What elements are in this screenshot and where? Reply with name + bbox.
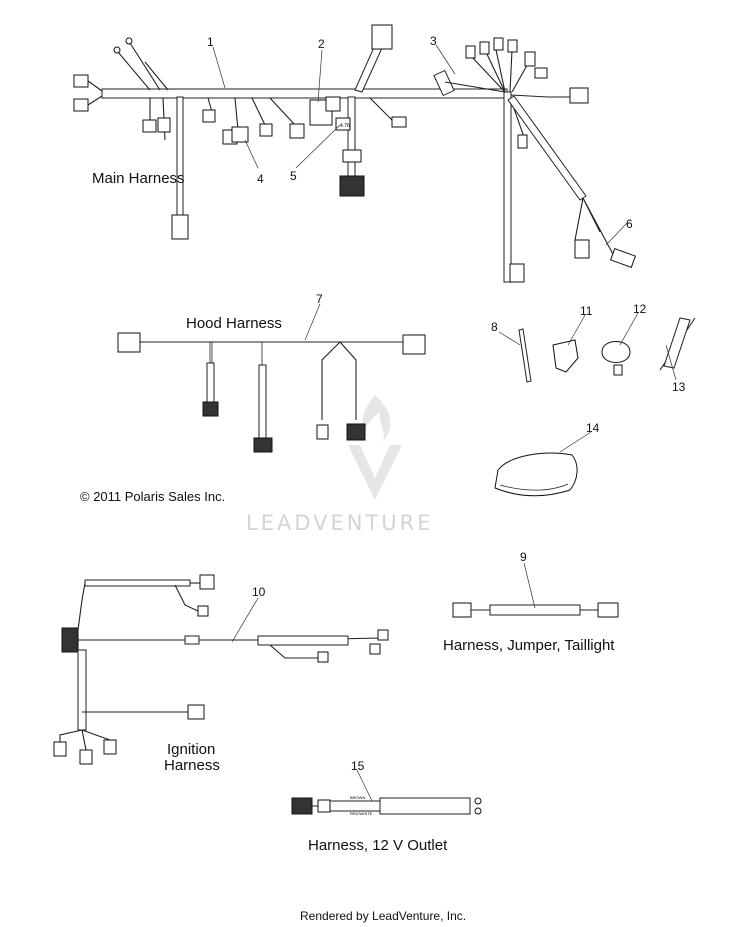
ignition-harness (53, 574, 389, 765)
ignition-harness-title-line1: Ignition (167, 741, 216, 758)
copyright-text: © 2011 Polaris Sales Inc. (80, 489, 226, 504)
wire-marking-brown: BROWN (350, 795, 365, 800)
callout-1: 1 (207, 35, 214, 49)
relay-marking-text: 4.76 (340, 123, 350, 129)
wire-marking-red-white: RED/WHITE (350, 811, 373, 816)
callout-7: 7 (316, 292, 323, 306)
leadventure-logo-watermark (348, 395, 402, 500)
watermark-text: LEADVENTURE (246, 511, 434, 535)
protective-sleeve (494, 452, 578, 497)
callout-2: 2 (318, 37, 325, 51)
callout-14: 14 (586, 421, 600, 435)
jumper-taillight-harness (452, 602, 619, 618)
callout-5: 5 (290, 169, 297, 183)
callout-4: 4 (257, 172, 264, 186)
callout-15: 15 (351, 759, 365, 773)
callout-13: 13 (672, 380, 686, 394)
ignition-harness-title-line2: Harness (164, 757, 220, 774)
main-harness: 4.76 (73, 24, 637, 283)
main-harness-title: Main Harness (92, 170, 185, 187)
footer-text: Rendered by LeadVenture, Inc. (300, 909, 467, 923)
callout-6: 6 (626, 217, 633, 231)
outlet-12v-harness: BROWN RED/WHITE (291, 795, 482, 816)
callout-9: 9 (520, 550, 527, 564)
callout-10: 10 (252, 585, 266, 599)
callout-3: 3 (430, 34, 437, 48)
hood-harness-title: Hood Harness (186, 315, 282, 332)
callout-leader-lines (212, 44, 677, 802)
callout-11: 11 (580, 304, 593, 318)
callout-12: 12 (633, 302, 647, 316)
jumper-taillight-title: Harness, Jumper, Taillight (443, 637, 615, 654)
hood-harness (117, 332, 426, 453)
callout-8: 8 (491, 320, 498, 334)
outlet-12v-title: Harness, 12 V Outlet (308, 837, 448, 854)
small-parts (518, 317, 696, 383)
